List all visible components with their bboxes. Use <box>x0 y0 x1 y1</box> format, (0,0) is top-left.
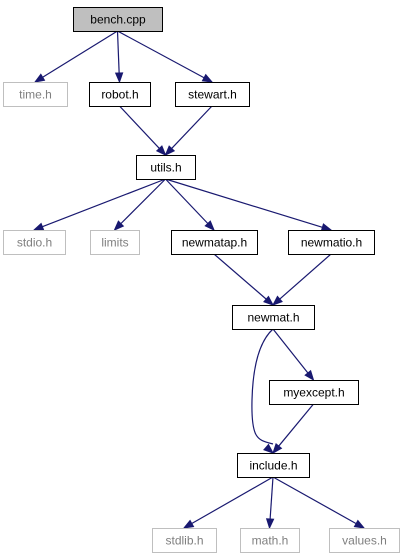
node-values-box <box>329 528 400 553</box>
edge-utils-to-limits <box>113 178 166 231</box>
node-include-box <box>237 453 310 478</box>
node-stdlib: stdlib.h <box>152 528 217 553</box>
node-utils-label: utils.h <box>150 161 181 175</box>
edges-layer <box>32 30 366 530</box>
node-values-label: values.h <box>342 534 387 548</box>
edge-include-to-math <box>265 476 275 530</box>
node-newmat[interactable]: newmat.h <box>232 305 315 330</box>
node-stewart[interactable]: stewart.h <box>175 82 250 107</box>
node-time-label: time.h <box>19 88 52 102</box>
node-stewart-label: stewart.h <box>188 88 237 102</box>
node-newmat-box <box>232 305 315 330</box>
node-math-label: math.h <box>252 534 289 548</box>
node-time: time.h <box>3 82 68 107</box>
node-limits-box <box>90 230 140 255</box>
node-robot[interactable]: robot.h <box>89 82 151 107</box>
node-include-label: include.h <box>249 459 297 473</box>
node-values: values.h <box>329 528 400 553</box>
node-stdio: stdio.h <box>3 230 66 255</box>
node-robot-box <box>89 82 151 107</box>
node-utils-box <box>136 155 196 180</box>
node-newmatio[interactable]: newmatio.h <box>288 230 375 255</box>
edge-bench-to-time <box>33 30 118 83</box>
node-include[interactable]: include.h <box>237 453 310 478</box>
node-time-box <box>3 82 68 107</box>
node-stewart-box <box>175 82 250 107</box>
node-newmat-label: newmat.h <box>247 311 299 325</box>
node-bench-label: bench.cpp <box>90 13 146 27</box>
edge-include-to-values <box>272 476 366 529</box>
edge-myexcept-to-include <box>272 403 314 455</box>
node-limits-label: limits <box>101 236 128 250</box>
node-newmatio-box <box>288 230 375 255</box>
node-bench[interactable]: bench.cpp <box>73 7 163 32</box>
node-newmatap-box <box>171 230 258 255</box>
edge-utils-to-stdio <box>32 178 166 231</box>
edge-stewart-to-utils <box>164 105 213 157</box>
node-myexcept-label: myexcept.h <box>283 386 344 400</box>
node-bench-box <box>73 7 163 32</box>
nodes-layer: bench.cpp time.h robot.h stewart.h utils.h st… <box>3 7 400 553</box>
edge-newmat-to-myexcept <box>272 328 315 382</box>
edge-newmatio-to-newmat <box>271 253 332 306</box>
edge-newmatap-to-newmat <box>213 253 275 306</box>
node-newmatap-label: newmatap.h <box>182 236 247 250</box>
node-stdlib-label: stdlib.h <box>165 534 203 548</box>
node-stdio-label: stdio.h <box>17 236 52 250</box>
edge-utils-to-newmatap <box>165 178 215 231</box>
node-limits: limits <box>90 230 140 255</box>
node-newmatap[interactable]: newmatap.h <box>171 230 258 255</box>
edge-bench-to-robot <box>114 30 124 84</box>
edge-include-to-stdlib <box>182 476 274 529</box>
edge-utils-to-newmatio <box>165 178 333 232</box>
node-myexcept[interactable]: myexcept.h <box>269 380 359 405</box>
edge-bench-to-stewart <box>117 30 214 83</box>
node-math-box <box>240 528 300 553</box>
node-newmatio-label: newmatio.h <box>301 236 362 250</box>
node-stdio-box <box>3 230 66 255</box>
node-myexcept-box <box>269 380 359 405</box>
node-stdlib-box <box>152 528 217 553</box>
edge-robot-to-utils <box>119 105 167 157</box>
node-math: math.h <box>240 528 300 553</box>
node-utils[interactable]: utils.h <box>136 155 196 180</box>
node-robot-label: robot.h <box>101 88 138 102</box>
edge-newmat-to-include <box>251 328 275 454</box>
